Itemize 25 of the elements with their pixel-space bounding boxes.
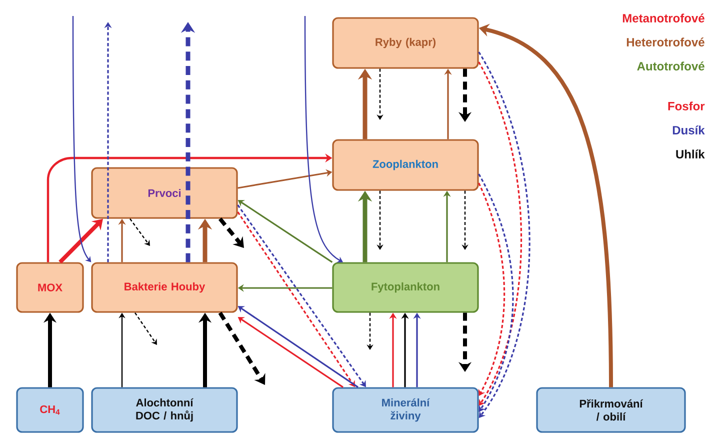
arrow xyxy=(478,62,522,406)
process-box: Minerální živiny xyxy=(332,387,479,433)
arrow xyxy=(134,312,157,345)
key-label: Heterotrofové xyxy=(626,38,704,46)
arrow xyxy=(218,218,244,248)
key-label: Autotrofové xyxy=(637,62,704,70)
process-box: CH$_{4}$ xyxy=(16,387,84,433)
arrow xyxy=(130,218,150,246)
arrow xyxy=(218,312,266,385)
key-label: Metanotrofové xyxy=(622,14,704,22)
process-box: Prvoci xyxy=(91,167,238,219)
process-box: Ryby (kapr) xyxy=(332,17,479,69)
key-label: Uhlík xyxy=(676,150,705,158)
arrow xyxy=(304,16,343,262)
arrow xyxy=(478,174,514,412)
process-box: MOX xyxy=(16,262,84,313)
process-box: Přikrmování / obilí xyxy=(536,387,686,433)
process-box: Bakterie Houby xyxy=(91,262,238,313)
process-box: Fytoplankton xyxy=(332,262,479,313)
arrow xyxy=(478,52,530,418)
key-label: Dusík xyxy=(672,126,705,134)
arrow xyxy=(478,182,506,396)
key-label: Fosfor xyxy=(668,102,705,110)
process-box: Zooplankton xyxy=(332,139,479,191)
process-box: Alochtonní DOC / hnůj xyxy=(91,387,238,433)
